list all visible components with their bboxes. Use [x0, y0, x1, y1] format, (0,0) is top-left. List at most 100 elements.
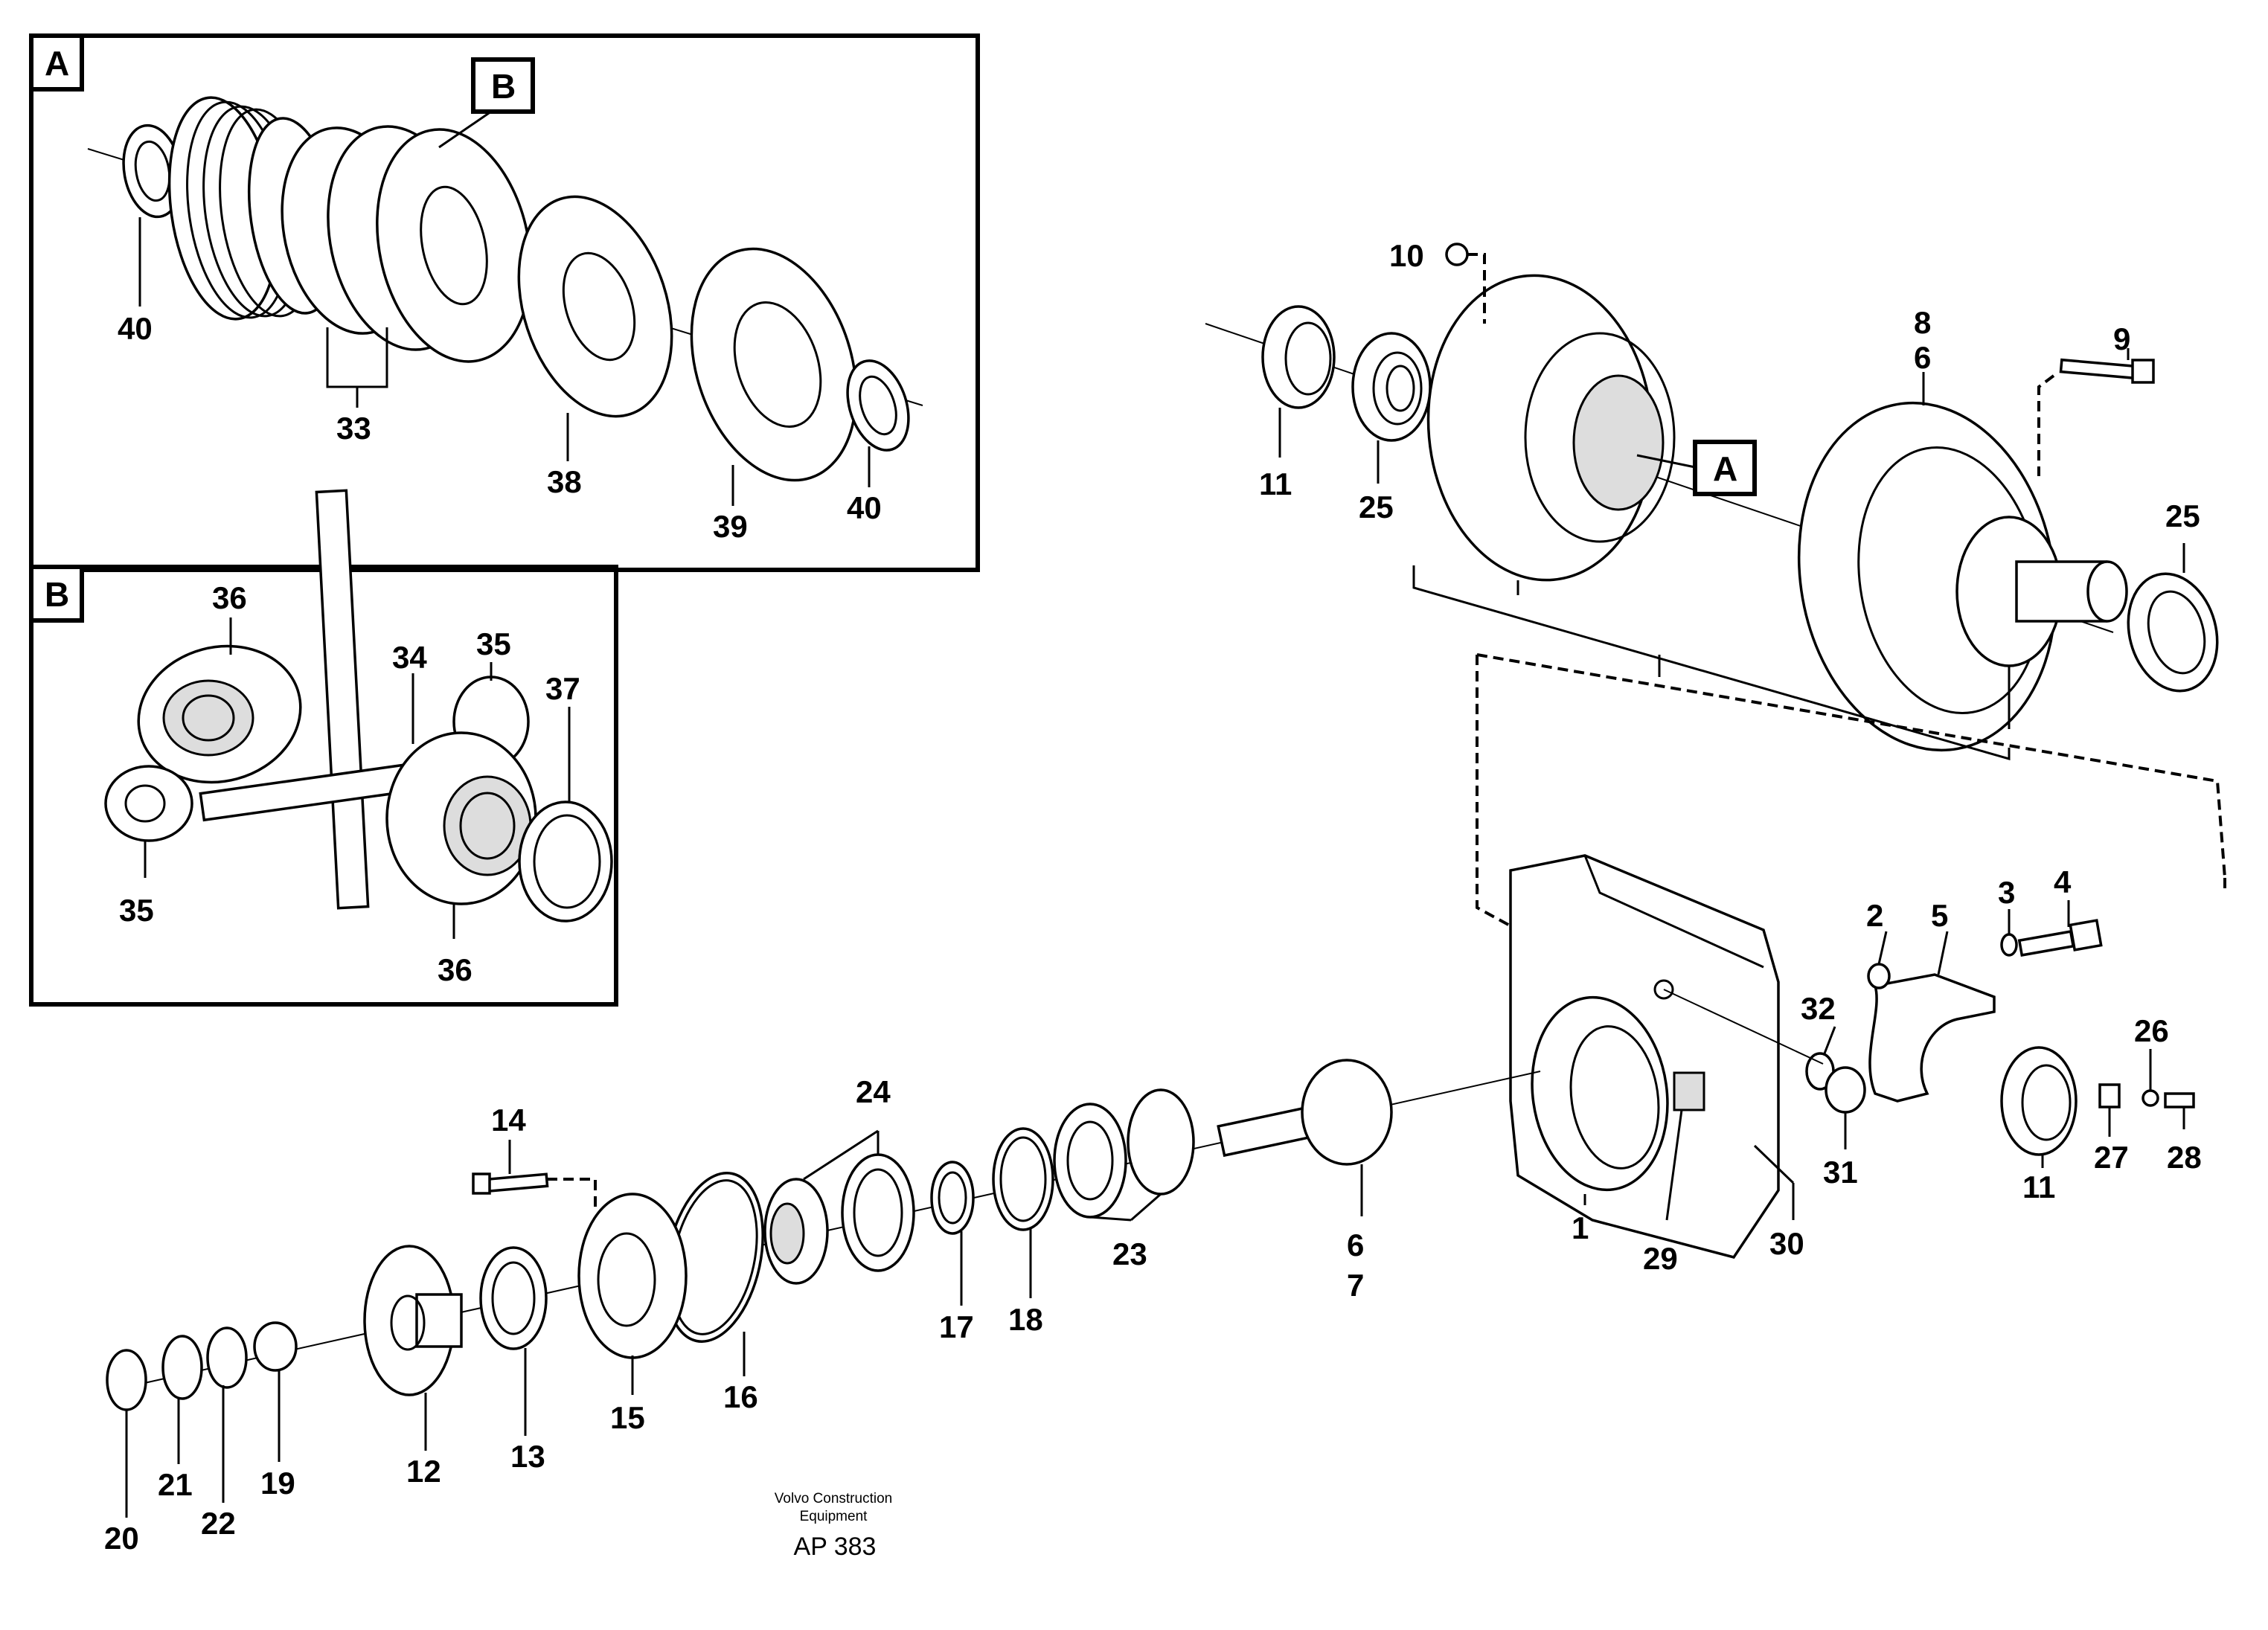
label-12: 12	[406, 1454, 441, 1489]
inset-a-letter: A	[45, 44, 69, 83]
label-38: 38	[547, 464, 582, 499]
housing-dashed-left	[1476, 655, 1519, 931]
bearing-25-left	[1351, 332, 1432, 442]
inset-b: B	[29, 489, 618, 1007]
seal-13-inner	[491, 1261, 536, 1335]
screw-28	[2164, 1092, 2195, 1108]
label-37: 37	[545, 671, 580, 706]
footer-line1: Volvo Construction	[775, 1491, 892, 1507]
bolt-9-path	[2037, 374, 2055, 476]
adjusting-ring-11-lower	[2000, 1046, 2078, 1156]
label-36-lower: 36	[438, 952, 472, 987]
bolt-4	[2017, 919, 2103, 957]
steel-plate-39	[690, 247, 858, 482]
lock-plate-27	[2098, 1083, 2121, 1108]
differential-case	[1426, 274, 1676, 582]
assembly-dashed-frame-top	[1476, 653, 2226, 879]
callout-ref-a: A	[1713, 449, 1737, 488]
pinion-group: 14 24 6 7 23 17 18 16 15 13 12 19 22 21 …	[104, 1059, 1541, 1556]
breather-30	[1753, 1144, 1795, 1184]
lock-washer-22	[206, 1326, 248, 1389]
label-8: 8	[1914, 305, 1931, 340]
leader-24b	[803, 1129, 879, 1181]
nut-10	[1445, 243, 1469, 266]
leader-23b	[1089, 1216, 1132, 1222]
label-30: 30	[1769, 1226, 1804, 1261]
spacer-17-inner	[938, 1171, 967, 1225]
label-23: 23	[1112, 1236, 1147, 1271]
footer-line2: Equipment	[800, 1509, 868, 1524]
label-10: 10	[1389, 238, 1424, 273]
callout-ref-b-box	[471, 57, 535, 114]
callout-ref-b: B	[491, 67, 516, 106]
friction-disc-38	[517, 195, 673, 418]
label-5: 5	[1931, 898, 1948, 933]
side-gear-36-upper	[137, 644, 302, 784]
washer-3	[2000, 933, 2018, 957]
tapered-bearing-24	[763, 1153, 915, 1285]
label-21: 21	[158, 1467, 193, 1502]
label-35-right: 35	[476, 626, 511, 661]
label-11-upper: 11	[1259, 466, 1292, 501]
footer: Volvo Construction Equipment AP 383	[775, 1491, 892, 1561]
label-15: 15	[610, 1400, 645, 1435]
bolt-14-path	[547, 1178, 597, 1209]
label-26: 26	[2134, 1013, 2169, 1048]
axle-housing-1	[1509, 854, 1780, 1260]
inset-a-frame	[29, 33, 980, 572]
label-36-upper: 36	[212, 580, 247, 615]
leader-29	[1665, 1109, 1683, 1221]
label-1: 1	[1572, 1210, 1589, 1245]
shim-18	[992, 1127, 1054, 1231]
label-14: 14	[491, 1103, 526, 1138]
label-6-upper: 6	[1914, 340, 1931, 375]
footer-code: AP 383	[794, 1533, 877, 1561]
label-40-right: 40	[847, 490, 882, 525]
label-25-left: 25	[1359, 490, 1394, 524]
tapered-bearing-23	[1053, 1088, 1195, 1219]
steel-plate-39-hole	[733, 301, 822, 428]
label-29: 29	[1643, 1241, 1678, 1276]
pinion-gear-35-left	[104, 765, 193, 842]
label-16: 16	[723, 1379, 758, 1414]
bearing-cap-5	[1868, 973, 1996, 1103]
differential-carrier-group: A	[1205, 238, 2226, 879]
sleeve-2	[1867, 963, 1891, 989]
label-33: 33	[336, 411, 371, 446]
bearing-25-right	[2127, 572, 2219, 693]
side-gear-36-lower	[385, 731, 537, 905]
shim-18-inner	[999, 1136, 1047, 1222]
label-24: 24	[856, 1074, 891, 1109]
label-17: 17	[939, 1309, 974, 1344]
label-20: 20	[104, 1521, 139, 1556]
leader-32	[1823, 1026, 1836, 1054]
label-13: 13	[510, 1439, 545, 1474]
adjusting-ring-11-upper	[1261, 305, 1336, 409]
label-31: 31	[1823, 1155, 1858, 1190]
label-39: 39	[713, 509, 748, 544]
callout-ref-a-box	[1693, 440, 1757, 496]
label-27: 27	[2094, 1140, 2129, 1175]
seal-13	[479, 1246, 548, 1350]
plug-axis	[1663, 989, 1824, 1065]
lock-washer-21	[161, 1335, 203, 1400]
label-22: 22	[201, 1506, 236, 1541]
nut-19	[253, 1321, 298, 1372]
label-7: 7	[1347, 1268, 1364, 1303]
label-40-left: 40	[118, 311, 153, 346]
inset-a-tag	[29, 33, 84, 92]
label-3: 3	[1998, 875, 2015, 910]
label-9: 9	[2113, 321, 2130, 356]
plug-31	[1825, 1066, 1866, 1114]
companion-flange-12	[363, 1245, 463, 1396]
callout-ref-b-leader	[438, 110, 492, 149]
thrust-washer-37	[518, 800, 613, 923]
clutch-disc-pack-33	[281, 125, 532, 363]
label-28: 28	[2167, 1140, 2202, 1175]
label-34: 34	[392, 640, 427, 675]
inset-a: A B	[29, 33, 980, 572]
leader-23a	[1130, 1193, 1162, 1222]
label-11-lower: 11	[2022, 1169, 2055, 1204]
bolt-9	[2059, 358, 2155, 384]
